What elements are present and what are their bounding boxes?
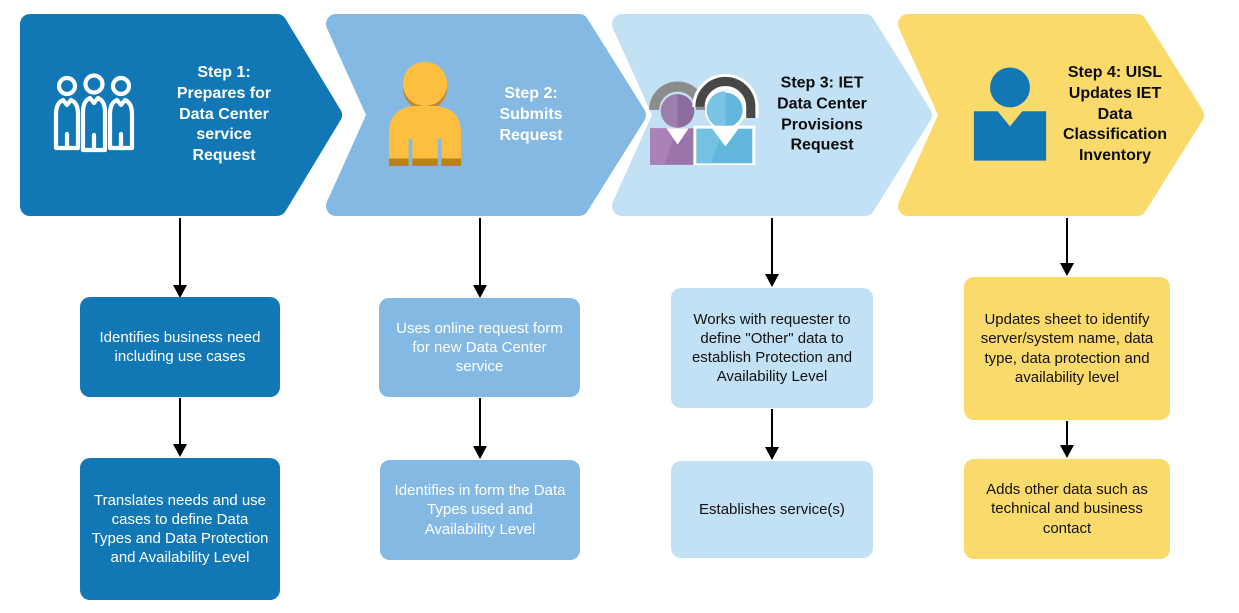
step2-box-identifies-in-form: Identifies in form the Data Types used a…	[380, 460, 580, 560]
step1-box-translates-needs: Translates needs and use cases to define…	[80, 458, 280, 600]
step-2-label: Step 2: Submits Request	[499, 84, 563, 144]
support-agents-headset-icon	[642, 65, 762, 165]
step-1-chevron: Step 1: Prepares for Data Center service…	[20, 14, 342, 216]
arrow-box1-to-box2-col1	[173, 398, 187, 457]
chevron-shape	[20, 14, 342, 216]
blue-person-icon	[972, 67, 1048, 163]
step-1-label: Step 1: Prepares for Data Center service…	[176, 64, 272, 165]
step-3-label: Step 3: IET Data Center Provisions Reque…	[777, 74, 867, 154]
step2-box-uses-online-form: Uses online request form for new Data Ce…	[379, 298, 580, 397]
step-4-chevron: Step 4: UISL Updates IET Data Classifica…	[898, 14, 1204, 216]
three-people-outline-icon	[52, 73, 152, 157]
step-2-chevron: Step 2: Submits Request	[326, 14, 646, 216]
arrow-box1-to-box2-col3	[765, 409, 779, 460]
arrow-step4-to-box1	[1060, 218, 1074, 276]
arrow-step3-to-box1	[765, 218, 779, 287]
arrow-step1-to-box1	[173, 218, 187, 298]
step4-box-adds-other-data: Adds other data such as technical and bu…	[964, 459, 1170, 559]
step-3-chevron: Step 3: IET Data Center Provisions Reque…	[612, 14, 932, 216]
step1-box-identifies-business-need: Identifies business need including use c…	[80, 297, 280, 397]
arrow-box1-to-box2-col2	[473, 398, 487, 459]
step3-box-establishes-services: Establishes service(s)	[671, 461, 873, 558]
step3-box-works-with-requester: Works with requester to define "Other" d…	[671, 288, 873, 408]
yellow-person-icon	[384, 51, 466, 179]
step4-box-updates-sheet: Updates sheet to identify server/system …	[964, 277, 1170, 420]
step-4-label: Step 4: UISL Updates IET Data Classifica…	[1062, 64, 1168, 165]
arrow-step2-to-box1	[473, 218, 487, 298]
arrow-box1-to-box2-col4	[1060, 421, 1074, 458]
